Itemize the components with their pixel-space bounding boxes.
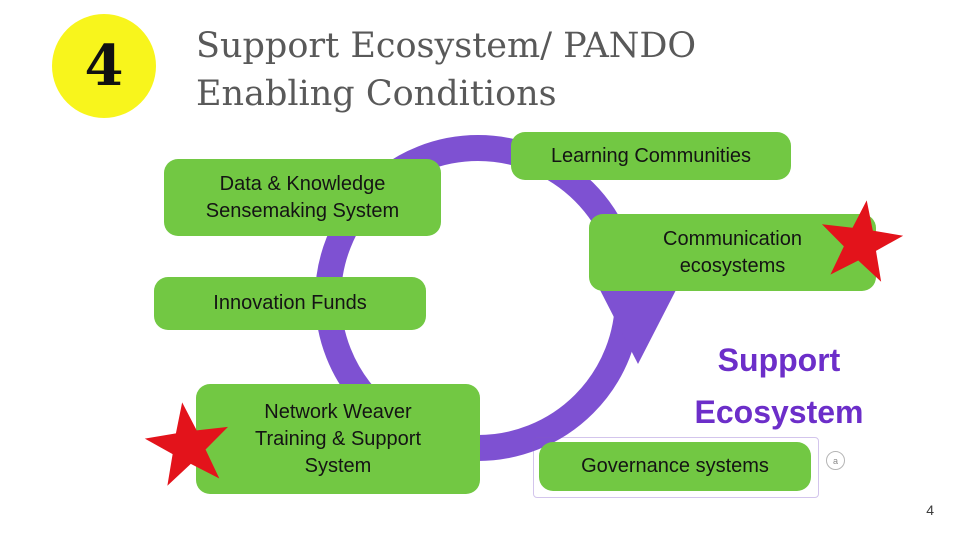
comment-marker-icon[interactable]: a <box>826 451 845 470</box>
box-governance-systems[interactable]: Governance systems <box>539 442 811 491</box>
selection-outline <box>533 437 819 498</box>
box-network-weaver[interactable]: Network Weaver Training & Support System <box>196 384 480 494</box>
box-data-knowledge[interactable]: Data & Knowledge Sensemaking System <box>164 159 441 236</box>
star-icon[interactable] <box>813 194 910 287</box>
slide-number-badge-text: 4 <box>84 33 124 99</box>
slide-number-badge[interactable]: 4 <box>52 14 156 118</box>
box-innovation-funds[interactable]: Innovation Funds <box>154 277 426 330</box>
page-number: 4 <box>926 502 934 518</box>
down-arrowhead-icon <box>599 288 677 364</box>
support-ecosystem-label[interactable]: Support Ecosystem <box>694 342 864 430</box>
slide-title[interactable]: Support Ecosystem/ PANDO Enabling Condit… <box>196 26 697 114</box>
star-icon[interactable] <box>139 396 238 491</box>
box-learning-communities[interactable]: Learning Communities <box>511 132 791 180</box>
